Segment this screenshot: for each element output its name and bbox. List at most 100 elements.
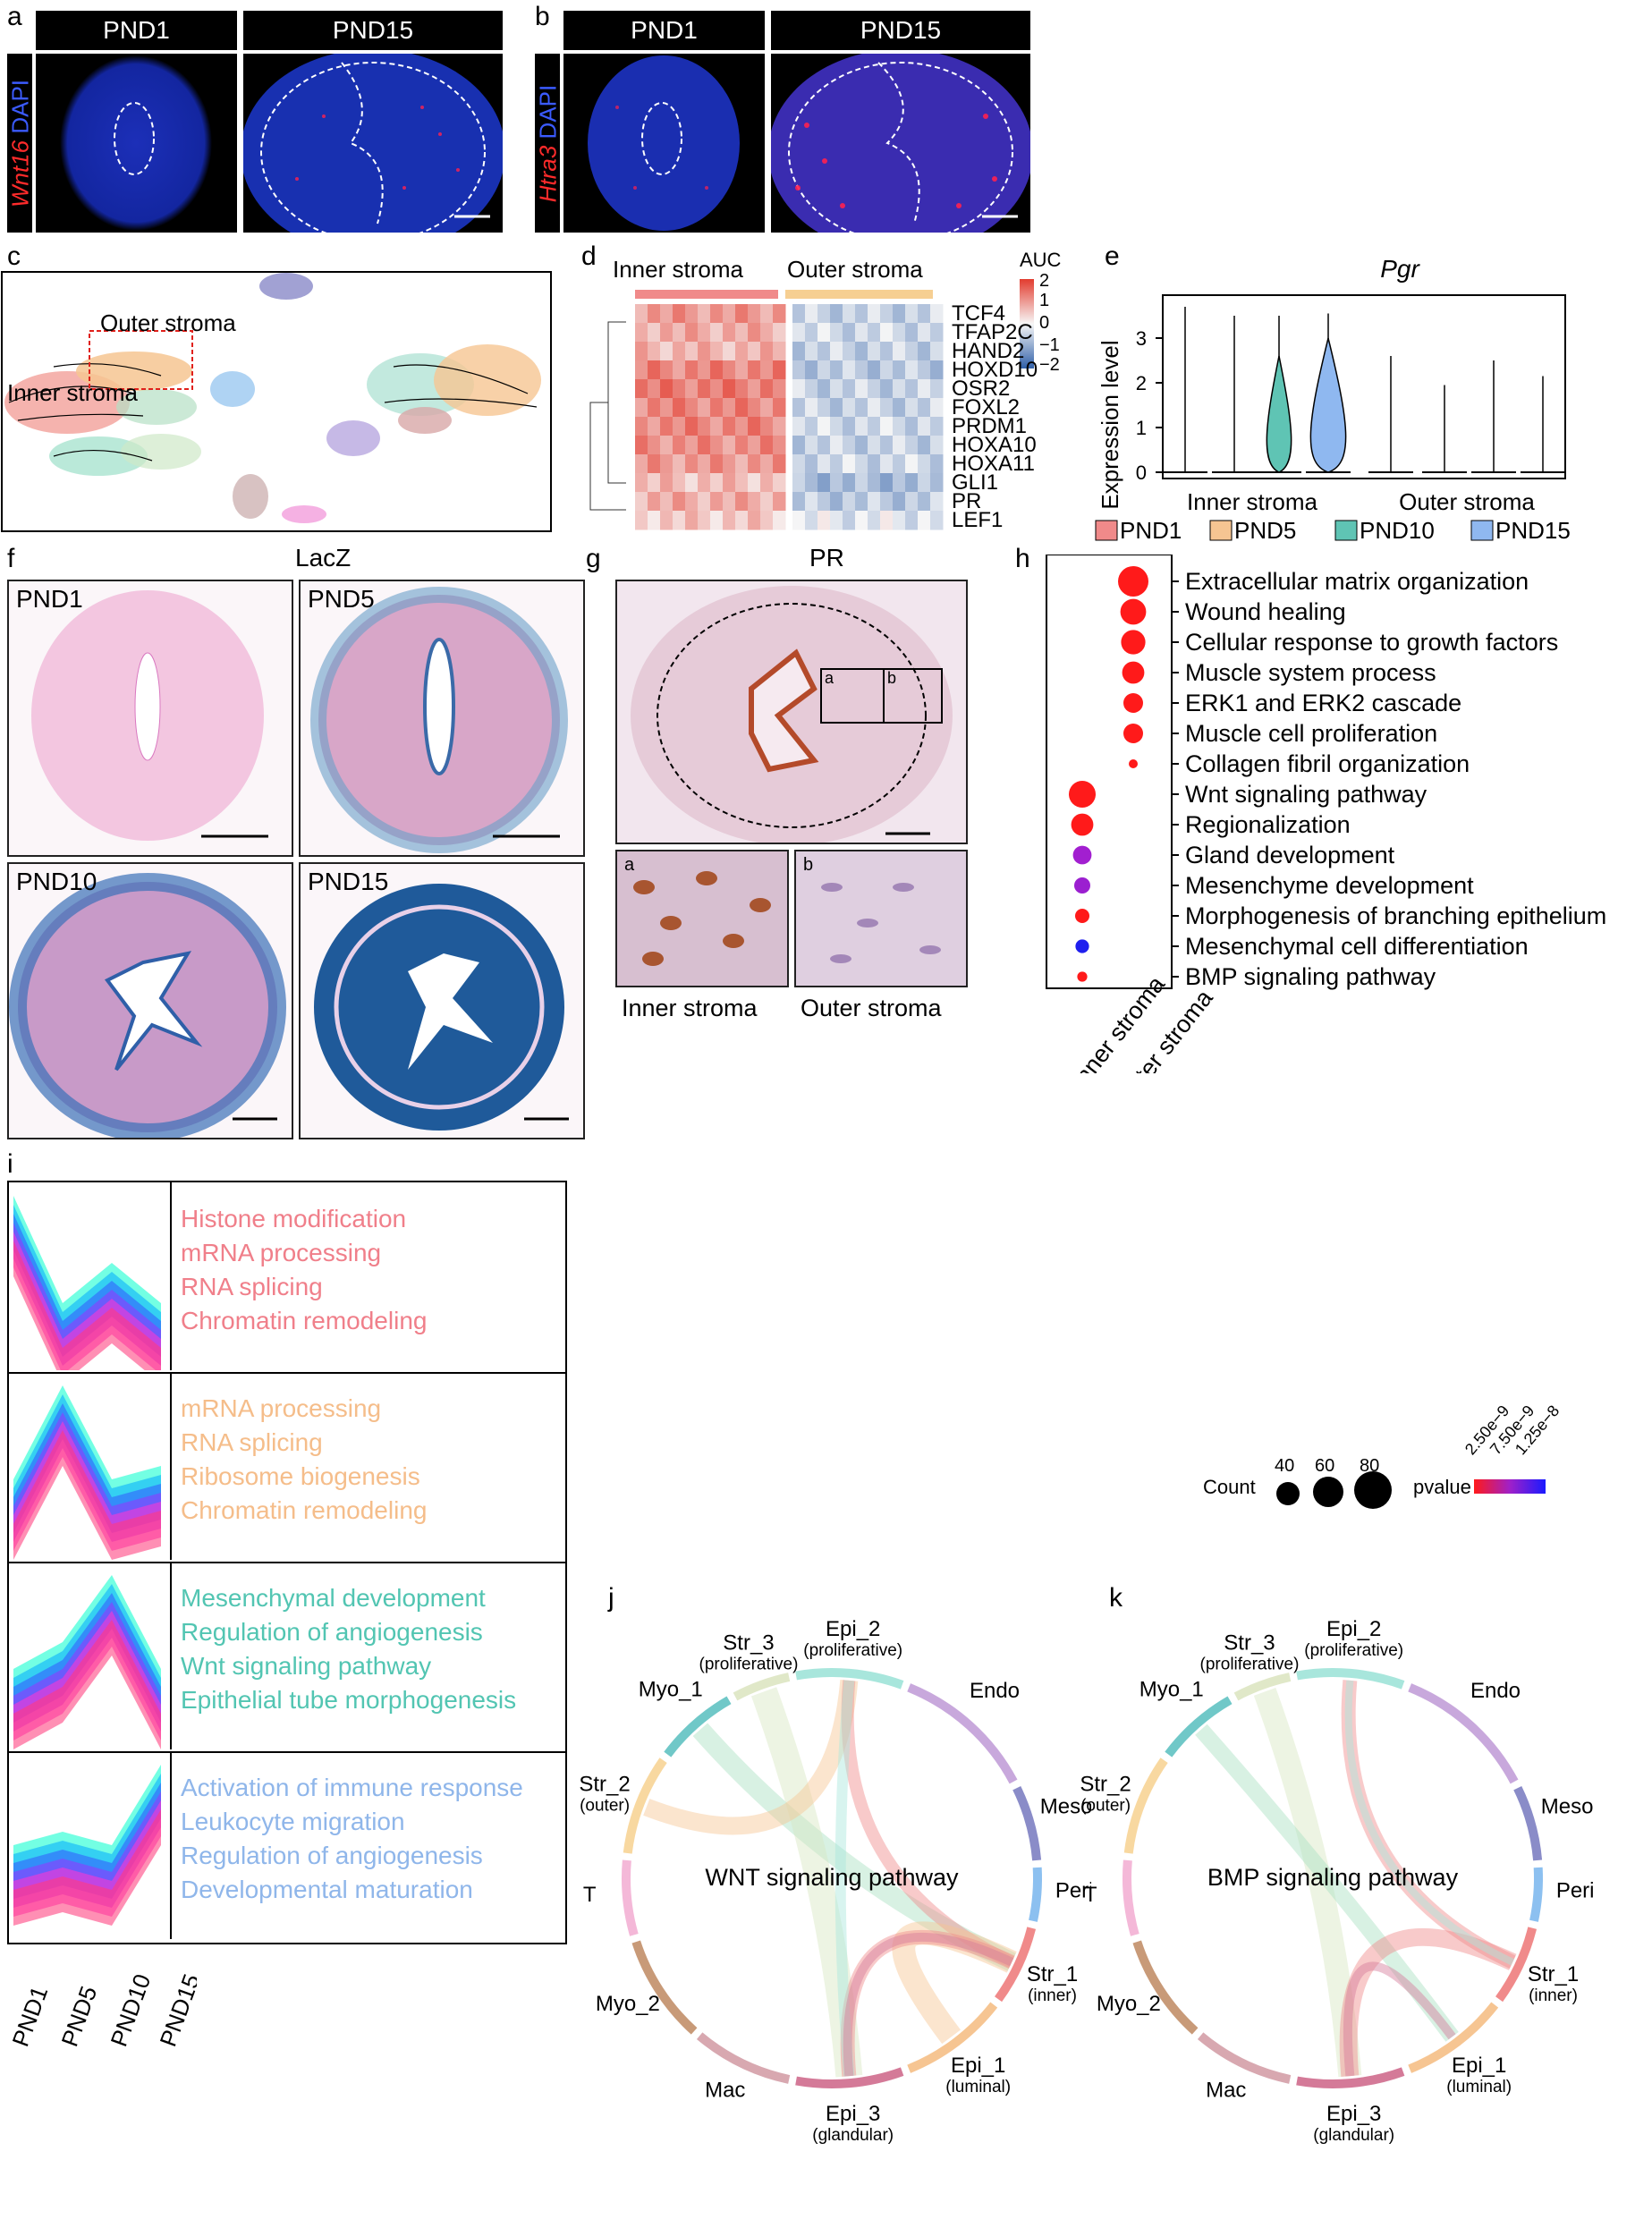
heatmap-cell [830, 511, 843, 530]
heatmap-cell [635, 473, 648, 493]
heatmap-cell [635, 511, 648, 530]
heatmap-cell [818, 379, 831, 399]
chord-segment [1012, 1785, 1042, 1861]
heatmap-cell [830, 360, 843, 380]
heatmap-cell [673, 454, 686, 474]
heatmap-cell [735, 379, 749, 399]
heatmap-gene-label: PR [952, 489, 981, 513]
heatmap-cell [748, 323, 761, 343]
auc-tick: 2 [1039, 271, 1049, 291]
heatmap-cell [930, 304, 944, 324]
chord-label: Str_1 [1528, 1962, 1579, 1986]
heatmap-cell [698, 454, 711, 474]
heatmap-cell [792, 492, 806, 512]
heatmap-cell [830, 492, 843, 512]
chord-ribbon [1343, 1961, 1456, 2077]
heatmap-cell [805, 398, 818, 418]
chord-label: Myo_2 [1097, 1992, 1161, 2016]
chord-label: Str_3 [1224, 1630, 1275, 1655]
heatmap-cell [673, 342, 686, 361]
heatmap-cell [818, 417, 831, 436]
auc-tick: 1 [1039, 291, 1049, 310]
heatmap-cell [648, 398, 661, 418]
heatmap-cell [635, 304, 648, 324]
heatmap-cell [673, 511, 686, 530]
heatmap-cell [868, 323, 881, 343]
heatmap-cell [660, 304, 674, 324]
chord-segment [1513, 1785, 1543, 1861]
heatmap-cell [710, 323, 724, 343]
go-dot [1123, 693, 1143, 713]
dapi-label-a: DAPI [6, 79, 34, 134]
chord-sublabel: (glandular) [812, 2126, 894, 2145]
heatmap-gene-label: HAND2 [952, 339, 1024, 363]
heatmap-cell [685, 398, 699, 418]
heatmap-cell [760, 323, 774, 343]
violin-shape [1309, 337, 1347, 473]
panel-label-a: a [7, 2, 22, 31]
heatmap-cell [930, 436, 944, 455]
heatmap-cell [918, 511, 931, 530]
go-term-label: Collagen fibril organization [1185, 750, 1470, 777]
chord-label: Str_2 [1080, 1773, 1131, 1797]
chord-segment [1408, 2002, 1499, 2073]
heatmap-cell [880, 473, 894, 493]
heatmap-cell [830, 323, 843, 343]
panel-label-k: k [1109, 1583, 1123, 1613]
heatmap-cell [905, 417, 919, 436]
heatmap-cell [930, 342, 944, 361]
heatmap-cell [880, 454, 894, 474]
heatmap-cell [760, 398, 774, 418]
panel-label-h: h [1015, 544, 1030, 573]
heatmap-cell [773, 304, 786, 324]
heatmap-cell [710, 492, 724, 512]
heatmap-cell [880, 304, 894, 324]
heatmap-cell [930, 323, 944, 343]
pvalue-colorbar [1474, 1479, 1546, 1494]
heatmap-cell [818, 323, 831, 343]
heatmap-cell [760, 304, 774, 324]
heatmap-cell [893, 398, 906, 418]
outer-stroma-label: Outer stroma [100, 309, 236, 336]
lacz-label: PND15 [308, 868, 389, 895]
chord-label: T [1084, 1883, 1097, 1907]
go-dot [1074, 877, 1090, 894]
go-dot [1072, 845, 1092, 865]
heatmap-cell [792, 473, 806, 493]
chord-ribbon [1339, 1927, 1517, 2078]
heatmap-cell [930, 492, 944, 512]
micrograph-a-pnd1 [36, 54, 237, 233]
heatmap-cell [773, 379, 786, 399]
heatmap-cell [893, 304, 906, 324]
heatmap-cell [868, 492, 881, 512]
heatmap-cell [773, 436, 786, 455]
chord-ribbon [892, 1921, 1017, 2045]
lacz-tile-pnd10: PND10 [7, 862, 293, 1139]
heatmap-cell [760, 417, 774, 436]
heatmap-cell [685, 323, 699, 343]
heatmap-cell [855, 398, 868, 418]
heatmap-cell [760, 473, 774, 493]
go-dot [1077, 971, 1088, 982]
heatmap-cell [685, 436, 699, 455]
heatmap-cell [818, 360, 831, 380]
heatmap-cell [855, 323, 868, 343]
heatmap-cell [748, 454, 761, 474]
heatmap-cell [880, 342, 894, 361]
heatmap-cell [918, 492, 931, 512]
heatmap-cell [673, 323, 686, 343]
go-dot [1069, 781, 1096, 808]
heatmap-cell [635, 398, 648, 418]
heatmap-cell [905, 473, 919, 493]
lacz-title: LacZ [295, 544, 352, 572]
heatmap-cell [918, 342, 931, 361]
chord-title: WNT signaling pathway [705, 1864, 959, 1891]
count-legend-title: Count [1203, 1476, 1256, 1498]
cluster-trend [13, 1182, 172, 1370]
panel-label-i: i [7, 1149, 13, 1179]
cluster-xtick: PND5 [55, 1983, 102, 2050]
heatmap-cell [880, 511, 894, 530]
heatmap-cell [723, 379, 736, 399]
